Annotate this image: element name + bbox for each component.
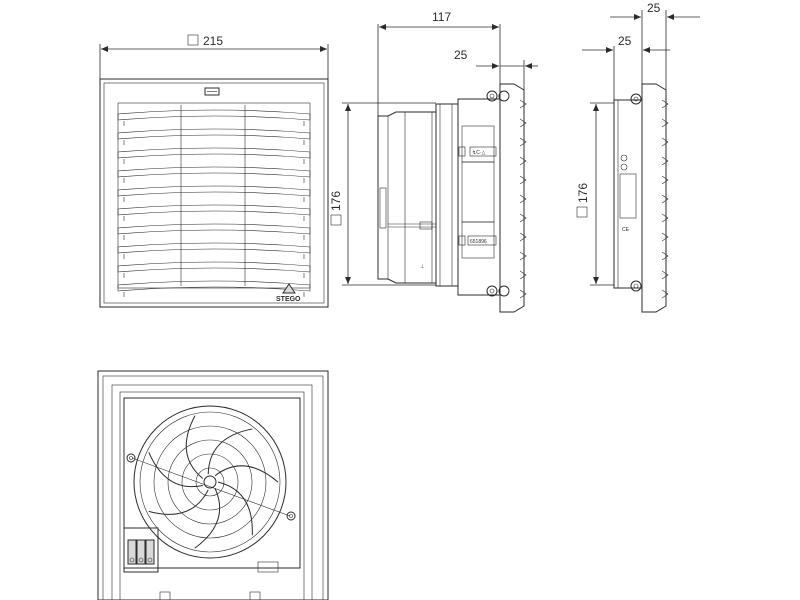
louver	[117, 280, 311, 292]
square-symbol	[576, 206, 588, 218]
mount-hole-left	[126, 453, 136, 463]
dim-right-second: 25	[618, 34, 632, 48]
dim-right-top: 25	[647, 1, 661, 15]
fan-blade	[217, 481, 253, 536]
right-screw-bottom	[630, 280, 642, 292]
dim-side-depth: 117	[432, 10, 451, 24]
top-latch	[204, 87, 220, 96]
fan-blade	[185, 415, 204, 479]
brand-text: STEGO	[276, 296, 301, 303]
fan-blade	[148, 489, 209, 515]
grille-teeth	[519, 99, 527, 299]
grille-tooth	[519, 289, 527, 299]
right-grille-plate	[641, 83, 667, 313]
louver	[117, 204, 311, 216]
right-grille-teeth	[661, 99, 669, 299]
fan-strut	[131, 457, 291, 517]
fan-blade	[207, 428, 253, 475]
grille-tooth	[661, 137, 669, 147]
louver	[117, 242, 311, 254]
fan-body	[377, 111, 437, 284]
fan-housing	[435, 103, 459, 287]
square-symbol	[187, 34, 199, 46]
svg-text:⊥: ⊥	[420, 264, 424, 270]
grille-tooth	[661, 251, 669, 261]
grille-tooth	[519, 156, 527, 166]
dim-front-width: 215	[203, 34, 223, 48]
dim-side-grille-depth: 25	[454, 48, 468, 62]
dim-right-height: 176	[576, 183, 590, 203]
fan-blade	[194, 488, 221, 549]
louver	[117, 128, 311, 140]
louver	[117, 109, 311, 121]
grille-tooth	[519, 232, 527, 242]
grille-tooth	[519, 99, 527, 109]
grille-tooth	[661, 270, 669, 280]
grille-tooth	[661, 99, 669, 109]
louver	[117, 166, 311, 178]
rear-label	[257, 561, 279, 573]
dim-side-height: 176	[329, 191, 343, 211]
rear-frame-outer	[97, 370, 329, 600]
grille-tooth	[519, 270, 527, 280]
mount-hole-right	[286, 511, 296, 521]
louver	[117, 261, 311, 273]
front-louvers	[117, 109, 311, 297]
grille-tooth	[519, 137, 527, 147]
front-frame-outer	[99, 78, 329, 308]
rear-view	[97, 370, 329, 600]
grille-tooth	[519, 118, 527, 128]
louver	[117, 223, 311, 235]
grille-plate	[499, 83, 525, 313]
right-screw-top	[630, 93, 642, 105]
rear-frame-inner	[102, 375, 324, 600]
screw-top	[486, 90, 510, 102]
grille-tooth	[661, 213, 669, 223]
grille-tooth	[519, 194, 527, 204]
side-view-right: CE 25 25 176	[576, 1, 700, 313]
grille-tooth	[519, 175, 527, 185]
louver	[117, 147, 311, 159]
brand-logo: STEGO	[276, 283, 301, 303]
front-frame-inner	[103, 82, 325, 304]
label-top-box	[469, 146, 497, 157]
side-view: ⊥ ↯C·△ 651896 117 25	[329, 10, 538, 313]
mark-ce: CE	[622, 227, 630, 233]
terminal-block	[123, 527, 159, 573]
label-mid: 651896	[470, 239, 487, 245]
grille-tooth	[661, 156, 669, 166]
label-mid-box	[467, 235, 497, 246]
grille-tooth	[519, 251, 527, 261]
front-view: STEGO 215	[99, 34, 329, 308]
fan-blade	[214, 465, 279, 483]
fan-guard	[133, 405, 287, 559]
fan-blades	[148, 415, 279, 549]
fan-frame	[123, 397, 301, 569]
grille-tooth	[661, 175, 669, 185]
grille-tooth	[661, 194, 669, 204]
screw-bottom	[486, 285, 510, 297]
square-symbol	[330, 214, 342, 226]
grille-tooth	[661, 118, 669, 128]
louver	[117, 185, 311, 197]
fan-blade	[148, 452, 203, 488]
grille-tooth	[519, 213, 527, 223]
grille-tooth	[661, 289, 669, 299]
grille-tooth	[661, 232, 669, 242]
label-top: ↯C·△	[472, 150, 485, 156]
